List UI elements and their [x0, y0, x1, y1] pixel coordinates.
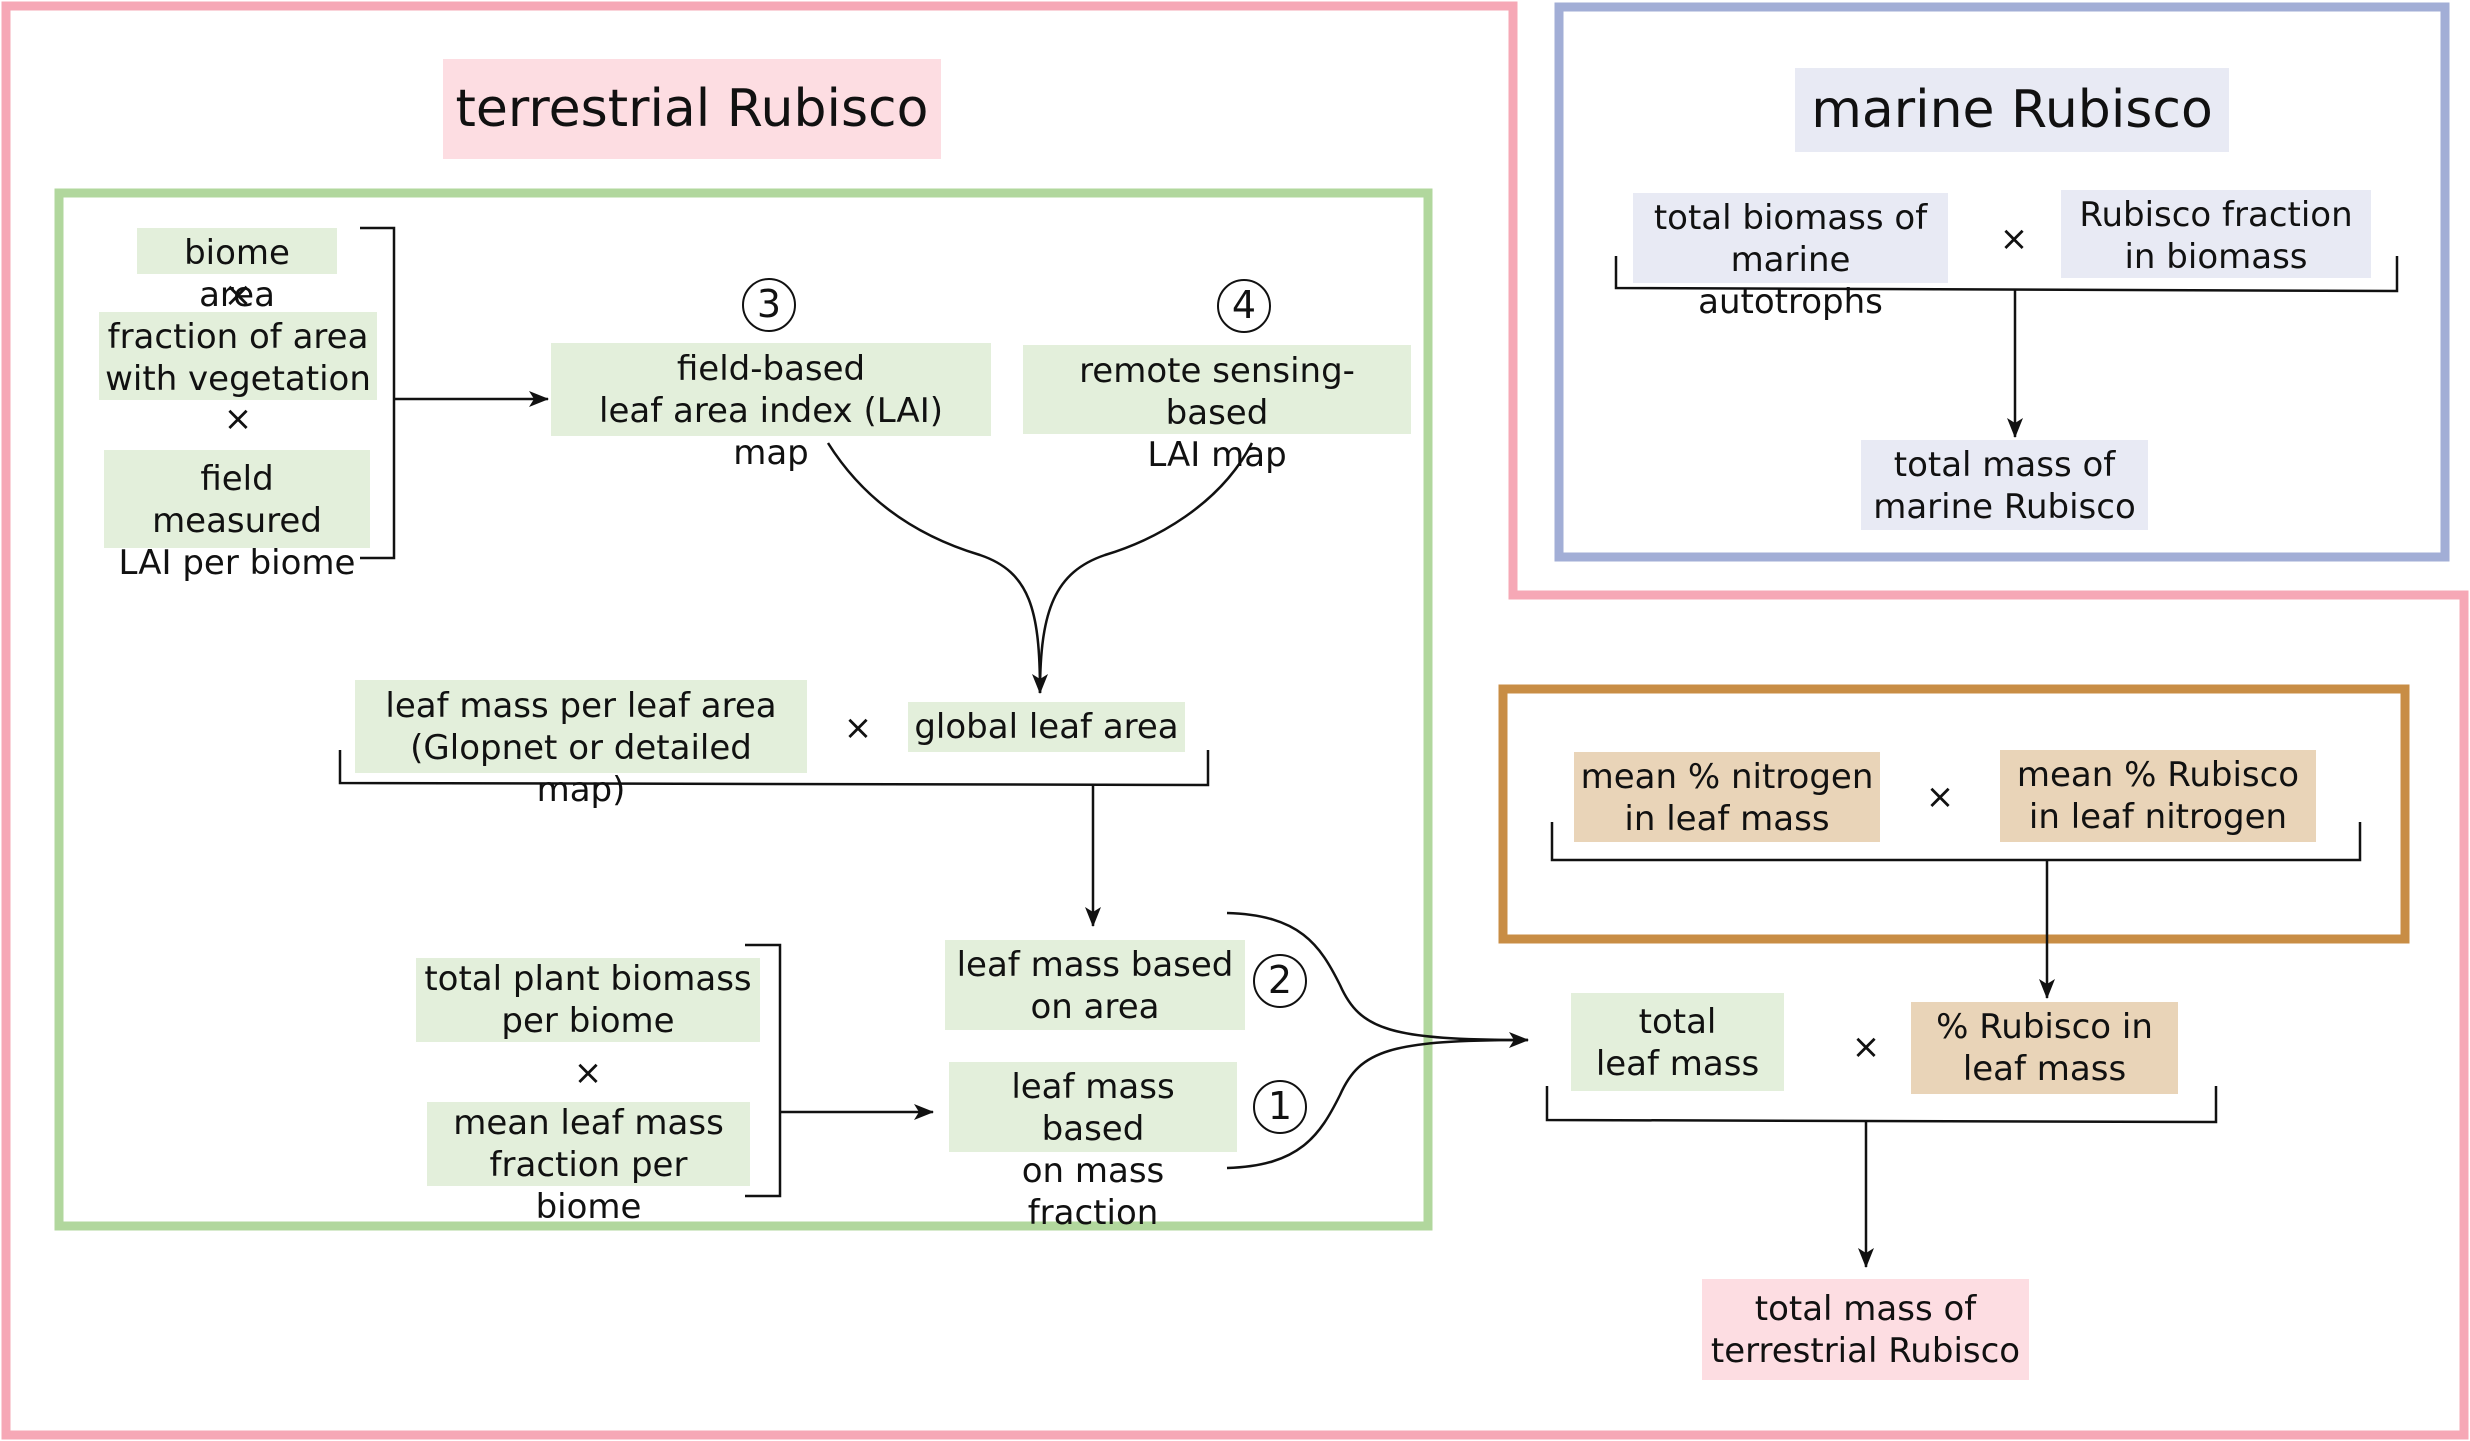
- terrestrial-rubisco-total-box: total mass of terrestrial Rubisco: [1702, 1279, 2029, 1380]
- terrestrial-model-border: [54, 188, 1433, 1231]
- remote-lai-map-box: remote sensing-based LAI map: [1023, 345, 1411, 475]
- field-lai-box: field measured LAI per biome: [104, 450, 370, 583]
- terrestrial-title: terrestrial Rubisco: [443, 59, 941, 159]
- mean-leaf-mass-fraction-box: mean leaf mass fraction per biome: [427, 1102, 750, 1227]
- step-3-badge: 3: [742, 278, 796, 332]
- times-sign: ×: [223, 399, 253, 439]
- curve-leaf-mass-area: [1226, 911, 1529, 1048]
- field-lai-map-box: field-based leaf area index (LAI) map: [551, 343, 991, 473]
- global-leaf-area-box: global leaf area: [908, 702, 1185, 752]
- step-2-badge: 2: [1253, 954, 1307, 1008]
- times-sign: ×: [1999, 219, 2029, 259]
- times-sign: ×: [1925, 777, 1955, 817]
- marine-biomass-box: total biomass of marine autotrophs: [1633, 193, 1948, 322]
- leaf-composition-border: [1498, 684, 2410, 944]
- bracket-leaf-composition: [1550, 822, 2362, 862]
- step-1-badge: 1: [1253, 1080, 1307, 1134]
- times-sign: ×: [223, 275, 253, 315]
- step-4-badge: 4: [1217, 279, 1271, 333]
- curve-remote-map: [1038, 442, 1254, 694]
- bracket-total-leaf: [1545, 1086, 2218, 1124]
- rubisco-fraction-box: Rubisco fraction in biomass: [2061, 190, 2371, 278]
- marine-region-border: [1554, 2, 2450, 562]
- marine-rubisco-total-box: total mass of marine Rubisco: [1861, 440, 2148, 530]
- marine-title: marine Rubisco: [1795, 68, 2229, 152]
- biome-area-box: biome area: [137, 228, 337, 315]
- bracket-leaf-area: [338, 750, 1210, 787]
- bracket-biomass-inputs: [745, 943, 782, 1198]
- times-sign: ×: [573, 1053, 603, 1093]
- bracket-biome-inputs: [360, 226, 396, 560]
- curve-field-map: [826, 442, 1048, 694]
- leaf-mass-fraction-box: leaf mass based on mass fraction: [949, 1062, 1237, 1233]
- total-leaf-mass-box: total leaf mass: [1571, 993, 1784, 1091]
- curve-leaf-mass-fraction: [1226, 1038, 1529, 1170]
- times-sign: ×: [1851, 1027, 1881, 1067]
- times-sign: ×: [843, 708, 873, 748]
- fraction-area-box: fraction of area with vegetation: [99, 312, 377, 400]
- total-plant-biomass-box: total plant biomass per biome: [416, 958, 760, 1042]
- leaf-mass-per-area-box: leaf mass per leaf area (Glopnet or deta…: [355, 680, 807, 810]
- bracket-marine: [1614, 256, 2399, 293]
- pct-rubisco-leaf-box: % Rubisco in leaf mass: [1911, 1002, 2178, 1094]
- mean-nitrogen-box: mean % nitrogen in leaf mass: [1574, 752, 1880, 842]
- mean-rubisco-nitrogen-box: mean % Rubisco in leaf nitrogen: [2000, 750, 2316, 842]
- leaf-mass-area-box: leaf mass based on area: [945, 940, 1245, 1030]
